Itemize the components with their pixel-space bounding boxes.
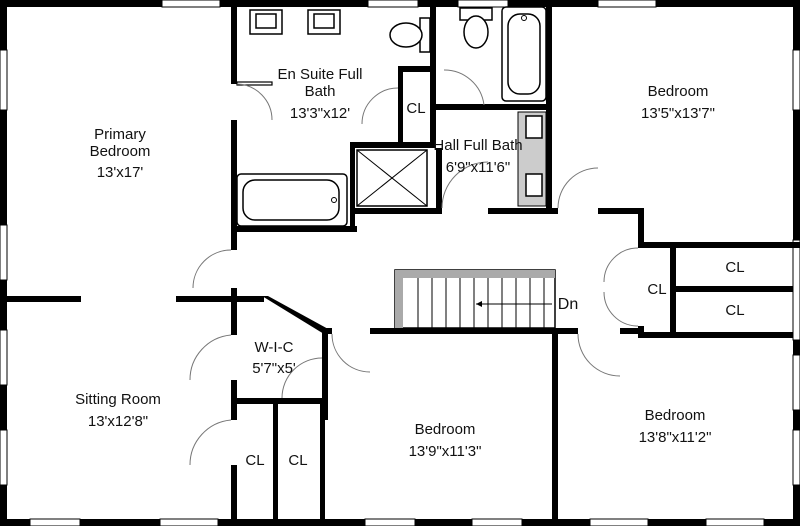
primary-bedroom-name-1: Primary [94, 126, 146, 143]
wic-dims: 5'7"x5' [252, 360, 296, 377]
closet-labels: CL CL CL CL CL CL [245, 100, 744, 469]
sitting-room-name: Sitting Room [75, 391, 161, 408]
hall-closet-label: CL [647, 281, 666, 298]
staircase [394, 269, 556, 329]
bottom-closet-right-label: CL [288, 452, 307, 469]
interior-walls [7, 7, 800, 519]
bedroom-center-dims: 13'9"x11'3" [409, 443, 482, 460]
bedroom-se-dims: 13'8"x11'2" [639, 429, 712, 446]
room-labels: Primary Bedroom 13'x17' En Suite Full Ba… [75, 66, 715, 460]
primary-bedroom-dims: 13'x17' [97, 164, 144, 181]
bedroom-se-name: Bedroom [645, 407, 706, 424]
bottom-closet-left-label: CL [245, 452, 264, 469]
bedroom-center-name: Bedroom [415, 421, 476, 438]
bedroom-ne-name: Bedroom [648, 83, 709, 100]
en-suite-name-1: En Suite Full [277, 66, 362, 83]
doors [189, 69, 790, 500]
primary-bedroom-name-2: Bedroom [90, 143, 151, 160]
right-closet-upper-label: CL [725, 259, 744, 276]
sitting-room-dims: 13'x12'8" [88, 413, 148, 430]
en-suite-closet-label: CL [406, 100, 425, 117]
hall-bath-dims: 6'9"x11'6" [446, 159, 510, 176]
en-suite-name-2: Bath [305, 83, 336, 100]
wic-name: W-I-C [255, 339, 294, 356]
fixtures [236, 6, 547, 227]
bedroom-ne-dims: 13'5"x13'7" [641, 105, 715, 122]
right-closet-lower-label: CL [725, 302, 744, 319]
en-suite-dims: 13'3"x12' [290, 105, 350, 122]
hall-bath-name: Hall Full Bath [433, 137, 522, 154]
stairs-down-label: Dn [558, 296, 578, 313]
